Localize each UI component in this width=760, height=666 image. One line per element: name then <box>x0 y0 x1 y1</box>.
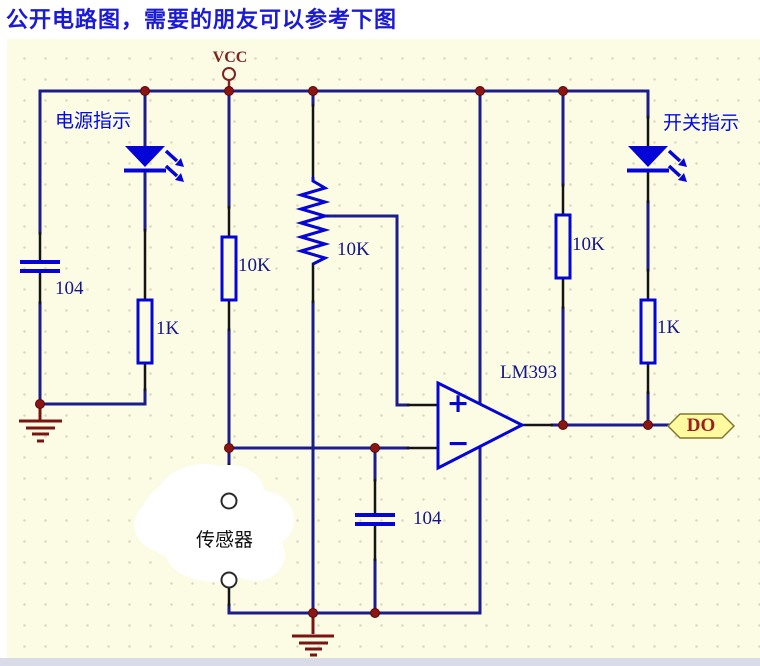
wire-left-branch <box>38 89 147 406</box>
led1-cathode-bar <box>124 168 166 173</box>
pot-value-label: 10K <box>337 239 370 260</box>
r2-value-label: 1K <box>156 318 180 339</box>
r3-resistor-symbol <box>554 213 572 280</box>
page-title: 公开电路图，需要的朋友可以参考下图 <box>6 7 398 32</box>
sensor-cloud <box>134 464 294 582</box>
opamp-input-pins <box>406 403 440 450</box>
do-net-label: DO <box>686 415 716 436</box>
r3-value-label: 10K <box>572 234 605 255</box>
r1-value-label: 10K <box>238 255 271 276</box>
led2-symbol <box>627 146 687 182</box>
led2-arrows-icon <box>667 149 682 178</box>
resistors <box>136 213 657 365</box>
pot-zigzag-symbol <box>295 177 331 266</box>
wires <box>38 89 670 615</box>
r4-value-label: 1K <box>657 317 681 338</box>
opamp-plus-input-icon: + <box>446 388 470 419</box>
opamp-part-label: LM393 <box>500 362 557 383</box>
r1-resistor-symbol <box>220 235 238 302</box>
ground1-icon <box>19 404 62 443</box>
c2-value-label: 104 <box>413 508 442 529</box>
led1-triangle <box>125 146 165 167</box>
opamp-minus-input-icon: − <box>446 428 470 459</box>
led1-arrows-icon <box>164 149 179 178</box>
r4-resistor-symbol <box>639 298 657 365</box>
capacitors <box>20 260 395 526</box>
led2-cathode-bar <box>627 168 669 173</box>
c2-capacitor-symbol <box>355 513 395 526</box>
power-indicator-label: 电源指示 <box>55 111 132 132</box>
ground2-icon <box>292 613 334 657</box>
led2-triangle <box>628 146 668 167</box>
sensor-terminal-top <box>220 492 238 510</box>
led1-symbol <box>124 146 184 182</box>
schematic-canvas <box>7 39 760 658</box>
r2-resistor-symbol <box>136 298 154 365</box>
switch-indicator-label: 开关指示 <box>663 113 740 134</box>
opamp-triangle-symbol <box>436 380 526 471</box>
bottom-scroll-strip <box>0 658 760 666</box>
component-pins <box>38 103 650 607</box>
c1-capacitor-symbol <box>20 260 60 273</box>
vcc-net-label: VCC <box>212 49 248 66</box>
wire-pot-tap <box>323 214 410 407</box>
sensor-terminal-bottom <box>220 571 238 589</box>
junction-dots <box>35 86 653 618</box>
sensor-label: 传感器 <box>196 530 254 551</box>
c1-value-label: 104 <box>55 278 84 299</box>
do-net-flag <box>666 413 736 439</box>
